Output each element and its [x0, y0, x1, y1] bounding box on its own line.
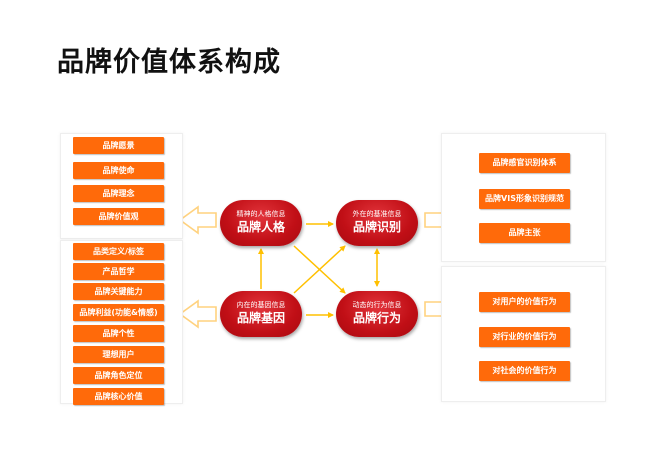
tag-role-positioning: 品牌角色定位 [73, 367, 164, 384]
page-title: 品牌价值体系构成 [57, 47, 281, 78]
core-brand-personality-sub: 精神的人格信息 [236, 210, 286, 218]
tag-brand-mission: 品牌使命 [73, 162, 164, 179]
core-brand-identity-label: 品牌识别 [352, 220, 401, 234]
core-brand-gene-sub: 内在的基因信息 [236, 301, 286, 309]
core-brand-behavior: 动态的行为信息 品牌行为 [336, 291, 418, 337]
tag-key-capability: 品牌关键能力 [73, 283, 164, 300]
core-brand-gene: 内在的基因信息 品牌基因 [220, 291, 302, 337]
tag-sensory-identity: 品牌感官识别体系 [479, 153, 570, 173]
tag-value-to-users: 对用户的价值行为 [479, 292, 570, 312]
tag-vis-identity: 品牌VIS形象识别规范 [479, 189, 570, 209]
core-brand-personality: 精神的人格信息 品牌人格 [220, 200, 302, 246]
tag-brand-benefits: 品牌利益(功能&情感) [73, 304, 164, 321]
tag-core-value: 品牌核心价值 [73, 388, 164, 405]
big-arrow-left-top [178, 205, 217, 235]
core-brand-gene-label: 品牌基因 [236, 311, 285, 325]
tag-brand-proposition: 品牌主张 [479, 223, 570, 243]
core-brand-personality-label: 品牌人格 [236, 220, 285, 234]
tag-brand-values: 品牌价值观 [73, 208, 164, 225]
arrow-personality-behavior [293, 245, 346, 294]
tag-category-definition: 品类定义/标签 [73, 243, 164, 260]
tag-value-to-society: 对社会的价值行为 [479, 361, 570, 381]
core-brand-behavior-sub: 动态的行为信息 [352, 301, 402, 309]
tag-value-to-industry: 对行业的价值行为 [479, 327, 570, 347]
core-brand-behavior-label: 品牌行为 [352, 311, 401, 325]
core-brand-identity: 外在的基准信息 品牌识别 [336, 200, 418, 246]
tag-brand-philosophy: 品牌理念 [73, 185, 164, 202]
big-arrow-left-bottom [178, 299, 217, 329]
core-brand-identity-sub: 外在的基准信息 [352, 210, 402, 218]
tag-product-philosophy: 产品哲学 [73, 263, 164, 280]
tag-brand-personality: 品牌个性 [73, 325, 164, 342]
tag-ideal-user: 理想用户 [73, 346, 164, 363]
tag-brand-vision: 品牌愿景 [73, 137, 164, 154]
